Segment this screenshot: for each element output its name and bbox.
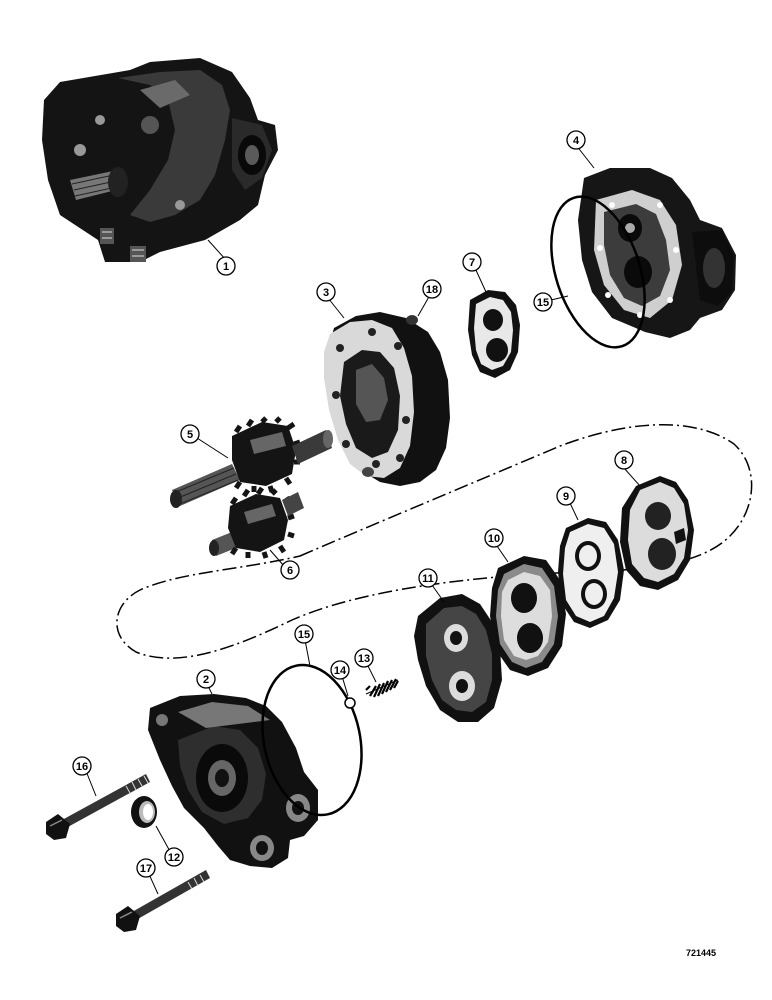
- bearing-plate: [414, 594, 502, 722]
- callout-3: 3: [316, 282, 336, 302]
- short-bolt: [116, 870, 210, 932]
- callout-11: 11: [418, 568, 438, 588]
- long-bolt: [46, 774, 150, 840]
- dowel-pin: [406, 315, 418, 325]
- callout-6: 6: [280, 560, 300, 580]
- svg-text:11: 11: [422, 573, 434, 585]
- svg-text:10: 10: [488, 533, 500, 545]
- callout-7: 7: [462, 252, 482, 272]
- callout-9: 9: [556, 486, 576, 506]
- seal-gasket: [490, 556, 566, 676]
- figure-code: 721445: [686, 948, 716, 958]
- back-cover: [578, 168, 736, 338]
- shaft-seal: [131, 796, 157, 828]
- callout-17: 17: [136, 858, 156, 878]
- gear-body: [324, 312, 450, 486]
- relief-spring: [365, 678, 399, 698]
- assembled-pump: [42, 58, 278, 262]
- leader-lines: [85, 144, 641, 895]
- callout-8: 8: [614, 450, 634, 470]
- svg-text:6: 6: [287, 565, 293, 577]
- svg-text:4: 4: [573, 135, 580, 147]
- callout-16: 16: [72, 756, 92, 776]
- wear-plate: [620, 476, 694, 590]
- callout-2: 2: [196, 669, 216, 689]
- svg-text:18: 18: [426, 284, 438, 296]
- svg-text:9: 9: [563, 491, 569, 503]
- svg-text:16: 16: [76, 761, 88, 773]
- svg-text:12: 12: [168, 852, 180, 864]
- callout-10: 10: [484, 528, 504, 548]
- callout-18: 18: [422, 279, 442, 299]
- svg-text:14: 14: [334, 665, 347, 677]
- small-gasket: [468, 290, 520, 378]
- callout-15-lower: 15: [294, 624, 314, 644]
- callout-15-upper: 15: [533, 292, 553, 312]
- svg-text:13: 13: [358, 653, 370, 665]
- svg-text:15: 15: [537, 297, 549, 309]
- drive-gear-shaft: [170, 416, 333, 508]
- svg-text:8: 8: [621, 455, 627, 467]
- gasket-large: [558, 518, 624, 628]
- callout-12: 12: [164, 847, 184, 867]
- svg-text:5: 5: [187, 429, 193, 441]
- o-ring-lower: [261, 663, 363, 817]
- callout-1: 1: [216, 256, 236, 276]
- svg-text:7: 7: [469, 257, 475, 269]
- callout-13: 13: [354, 648, 374, 668]
- svg-text:3: 3: [323, 287, 329, 299]
- svg-text:2: 2: [203, 674, 209, 686]
- driven-gear: [209, 486, 304, 559]
- callout-5: 5: [180, 424, 200, 444]
- o-ring-upper: [550, 195, 646, 349]
- check-ball: [344, 697, 356, 709]
- front-cover: [148, 694, 318, 868]
- svg-text:15: 15: [298, 629, 310, 641]
- callout-14: 14: [330, 660, 350, 680]
- svg-text:1: 1: [223, 261, 229, 273]
- svg-text:17: 17: [140, 863, 152, 875]
- callout-4: 4: [566, 130, 586, 150]
